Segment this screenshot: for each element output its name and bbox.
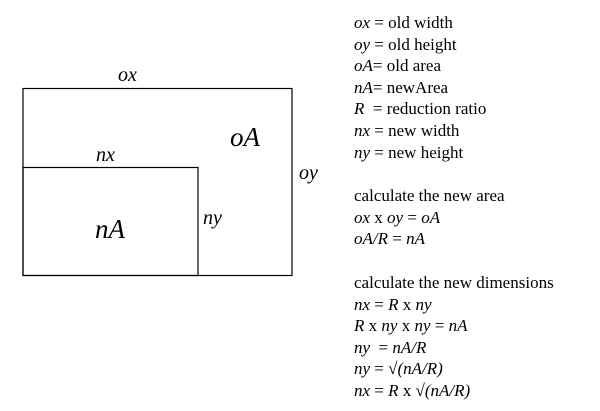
- eq-term: R: [388, 294, 399, 314]
- sqrt-symbol: √: [388, 359, 398, 379]
- eq-term: oy: [387, 207, 404, 227]
- dimensions-heading: calculate the new dimensions: [354, 273, 554, 292]
- new-width-label: nx: [96, 144, 115, 166]
- eq-term: oA: [421, 207, 441, 227]
- eq-term: (nA/R): [397, 359, 443, 379]
- eq-op: =: [370, 359, 389, 379]
- eq-op: =: [370, 294, 389, 314]
- legend-text: = old height: [370, 34, 457, 54]
- eq-term: nA/R: [392, 337, 427, 357]
- old-height-label: oy: [299, 162, 318, 184]
- dims-equation-4: ny = √(nA/R): [354, 358, 554, 380]
- new-rectangle: [22, 166, 199, 277]
- dims-equation-5: nx = R x √(nA/R): [354, 380, 554, 402]
- old-rectangle: [22, 87, 293, 277]
- rectangle-diagram: ox oy oA nx ny nA: [22, 64, 318, 277]
- eq-term: R: [388, 380, 399, 400]
- eq-term: nA: [406, 229, 425, 249]
- dims-equation-2: R x ny x ny = nA: [354, 315, 554, 337]
- eq-term: nx: [354, 294, 371, 314]
- legend-var: nx: [354, 120, 371, 140]
- legend-text: = reduction ratio: [364, 99, 487, 119]
- legend-var: oy: [354, 34, 371, 54]
- eq-term: ny: [415, 294, 432, 314]
- area-heading: calculate the new area: [354, 186, 505, 205]
- eq-op: =: [370, 380, 389, 400]
- eq-term: ny: [414, 316, 431, 336]
- eq-term: oA/R: [354, 229, 388, 249]
- eq-term: nx: [354, 380, 371, 400]
- variable-legend: ox = old width oy = old height oA= old a…: [354, 12, 486, 163]
- eq-term: (nA/R): [424, 380, 471, 400]
- eq-term: ny: [354, 337, 371, 357]
- legend-row-new-height: ny = new height: [354, 142, 486, 164]
- legend-row-old-height: oy = old height: [354, 34, 486, 56]
- eq-term: ny: [354, 359, 371, 379]
- sqrt-symbol: √: [415, 380, 425, 400]
- new-height-label: ny: [203, 207, 222, 229]
- eq-op: =: [388, 229, 407, 249]
- eq-op: x: [398, 294, 416, 314]
- legend-var: oA: [354, 56, 373, 76]
- legend-text: = new height: [370, 142, 464, 162]
- legend-text: = new width: [370, 120, 460, 140]
- area-equation-1: ox x oy = oA: [354, 207, 505, 229]
- eq-op: x: [398, 380, 416, 400]
- legend-var: R: [354, 99, 365, 119]
- eq-term: ny: [381, 316, 398, 336]
- legend-row-old-width: ox = old width: [354, 12, 486, 34]
- area-section: calculate the new area ox x oy = oA oA/R…: [354, 185, 505, 250]
- eq-op: =: [430, 316, 449, 336]
- legend-row-new-area: nA= newArea: [354, 77, 486, 99]
- eq-op: x: [397, 316, 415, 336]
- legend-var: nA: [354, 77, 373, 97]
- legend-var: ny: [354, 142, 371, 162]
- legend-row-reduction-ratio: R = reduction ratio: [354, 98, 486, 120]
- eq-op: x: [364, 316, 382, 336]
- eq-op: =: [370, 337, 393, 357]
- legend-text: = old width: [370, 13, 453, 32]
- legend-text: = old area: [372, 56, 441, 76]
- area-equation-2: oA/R = nA: [354, 228, 505, 250]
- eq-term: R: [354, 316, 365, 336]
- eq-op: =: [403, 207, 422, 227]
- eq-term: nA: [448, 316, 468, 336]
- eq-term: ox: [354, 207, 371, 227]
- legend-row-new-width: nx = new width: [354, 120, 486, 142]
- dimensions-section: calculate the new dimensions nx = R x ny…: [354, 272, 554, 402]
- dims-equation-1: nx = R x ny: [354, 294, 554, 316]
- old-area-label: oA: [230, 122, 261, 152]
- dims-equation-3: ny = nA/R: [354, 337, 554, 359]
- legend-var: ox: [354, 13, 371, 32]
- legend-row-old-area: oA= old area: [354, 55, 486, 77]
- eq-op: x: [370, 207, 388, 227]
- old-width-label: ox: [118, 64, 137, 86]
- legend-text: = newArea: [372, 77, 449, 97]
- new-area-label: nA: [95, 214, 126, 244]
